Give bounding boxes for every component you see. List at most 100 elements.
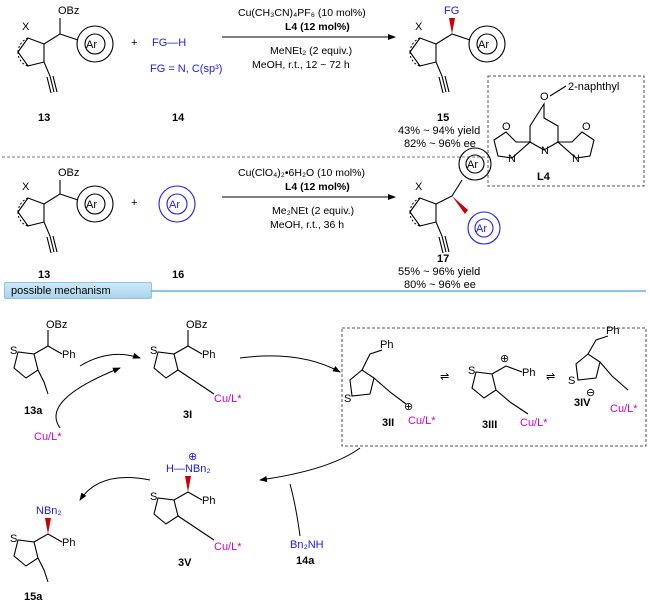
species-15a: S NBn₂ Ph 15a: [10, 505, 75, 603]
nucleophile-bn2nh: Bn₂NH: [290, 539, 324, 551]
hetero-x-label: X: [22, 21, 30, 33]
base-r2: Me₂NEt (2 equiv.): [272, 205, 354, 217]
arrow-nucleophile: [289, 483, 301, 537]
obz-label: OBz: [58, 5, 79, 17]
substrate-13-r1: X OBz Ar 13: [17, 5, 114, 124]
species-13a: S OBz Ph 13a: [10, 319, 75, 417]
reagent-14: FG—H FG = N, C(sp³) 14: [150, 37, 222, 124]
3III-cu: Cu/L*: [520, 417, 548, 429]
product-fg-label: FG: [444, 5, 459, 17]
15a-s: S: [10, 533, 17, 545]
r2-compound-13-label: 13: [38, 269, 50, 281]
3V-ph: Ph: [202, 495, 215, 507]
base-r1: MeNEt₂ (2 equiv.): [270, 45, 352, 57]
arrow-13a-to-3I: [79, 352, 141, 367]
r2-aryl-label: Ar: [86, 199, 97, 211]
arrow-catalyst-regeneration: [55, 367, 121, 429]
product-17: X Ar Ar 17 55% ~ 96% yield 80% ~ 96% ee: [398, 147, 501, 291]
mechanism-banner: possible mechanism: [4, 282, 152, 299]
arrow-3II-to-3V: [259, 447, 361, 482]
compound-17-label: 17: [437, 253, 449, 265]
fg-h-label: FG—H: [152, 37, 186, 49]
product-aryl-label: Ar: [478, 39, 489, 51]
compound-13-label: 13: [38, 112, 50, 124]
species-3II: S Ph ⊕ Cu/L* 3II: [344, 339, 436, 429]
3III-label: 3III: [482, 419, 497, 431]
15a-ph: Ph: [62, 537, 75, 549]
13a-label: 13a: [24, 405, 43, 417]
3I-obz: OBz: [186, 319, 207, 331]
r2-plus-sign: +: [131, 197, 137, 209]
solvent-r1: MeOH, r.t., 12 ~ 72 h: [252, 59, 350, 71]
3I-label: 3I: [183, 409, 192, 421]
3III-charge: ⊕: [500, 353, 509, 365]
15a-nbn2: NBn₂: [36, 505, 62, 517]
ligand-o-left: O: [502, 121, 511, 133]
3V-charge: ⊕: [188, 451, 197, 463]
13a-ph: Ph: [62, 349, 75, 361]
ligand-r2: L4 (12 mol%): [285, 181, 350, 193]
r2-product-x-label: X: [415, 181, 423, 193]
mechanism-divider: [150, 290, 646, 292]
species-3III: S ⊕ Ph Cu/L* 3III: [468, 353, 548, 431]
catalyst-r2: Cu(ClO₄)₂•6H₂O (10 mol%): [238, 167, 365, 179]
ligand-r1: L4 (12 mol%): [285, 21, 350, 33]
resonance-arrow-2: ⇌: [546, 371, 555, 383]
conditions-r1: Cu(CH₃CN)₄PF₆ (10 mol%) L4 (12 mol%) MeN…: [222, 7, 396, 71]
reagent-16-aryl: Ar: [169, 199, 180, 211]
product-x-label: X: [415, 21, 423, 33]
arrow-3V-to-15a: [79, 477, 151, 501]
13a-obz: OBz: [46, 319, 67, 331]
nucleophile-label: 14a: [296, 555, 315, 567]
3II-cu: Cu/L*: [408, 415, 436, 427]
3V-cu: Cu/L*: [214, 541, 242, 553]
species-3I: S OBz Ph Cu/L* 3I: [150, 319, 242, 421]
3II-s: S: [344, 393, 351, 405]
15a-label: 15a: [24, 591, 43, 603]
r2-product-aryl1: Ar: [467, 159, 478, 171]
3I-ph: Ph: [202, 349, 215, 361]
3V-s: S: [150, 491, 157, 503]
3II-ph: Ph: [380, 339, 393, 351]
r2-x-label: X: [22, 181, 30, 193]
compound-14-label: 14: [172, 112, 185, 124]
ligand-substituent: 2-naphthyl: [568, 81, 619, 93]
conditions-r2: Cu(ClO₄)₂•6H₂O (10 mol%) L4 (12 mol%) Me…: [222, 167, 396, 231]
species-3IV: S Ph ⊖ Cu/L* 3IV: [568, 325, 638, 415]
yield-r1: 43% ~ 94% yield: [398, 125, 480, 137]
3III-s: S: [468, 365, 475, 377]
3IV-label: 3IV: [574, 397, 591, 409]
mechanism-banner-label: possible mechanism: [11, 285, 111, 297]
3IV-ph: Ph: [606, 325, 619, 337]
r2-product-aryl2: Ar: [476, 223, 487, 235]
3IV-charge: ⊖: [586, 387, 595, 399]
fg-definition: FG = N, C(sp³): [150, 63, 222, 75]
3IV-s: S: [568, 375, 575, 387]
3II-charge: ⊕: [404, 401, 413, 413]
3IV-cu: Cu/L*: [610, 403, 638, 415]
3I-s: S: [150, 345, 157, 357]
13a-s: S: [10, 345, 17, 357]
ligand-n-right: N: [572, 153, 580, 165]
solvent-r2: MeOH, r.t., 36 h: [270, 219, 344, 231]
ee-r2: 80% ~ 96% ee: [404, 279, 476, 291]
r2-obz-label: OBz: [58, 167, 79, 179]
ligand-n-left: N: [508, 153, 516, 165]
ligand-o: O: [540, 91, 549, 103]
resonance-arrow-1: ⇌: [440, 371, 449, 383]
catalyst-r1: Cu(CH₃CN)₄PF₆ (10 mol%): [238, 7, 366, 19]
3III-ph: Ph: [522, 367, 535, 379]
ligand-l4: O 2-naphthyl N O O N N L4: [487, 75, 645, 187]
3V-nbn2: H—NBn₂: [166, 463, 211, 475]
ligand-label: L4: [537, 171, 551, 183]
3II-label: 3II: [382, 417, 394, 429]
compound-15-label: 15: [437, 112, 449, 124]
aryl-label: Ar: [86, 39, 97, 51]
arrow-3I-to-3II: [239, 355, 341, 373]
plus-sign: +: [131, 37, 137, 49]
3I-cu: Cu/L*: [214, 393, 242, 405]
compound-16-label: 16: [172, 269, 184, 281]
substrate-13-r2: X OBz Ar 13: [17, 167, 114, 281]
yield-r2: 55% ~ 96% yield: [398, 266, 480, 278]
